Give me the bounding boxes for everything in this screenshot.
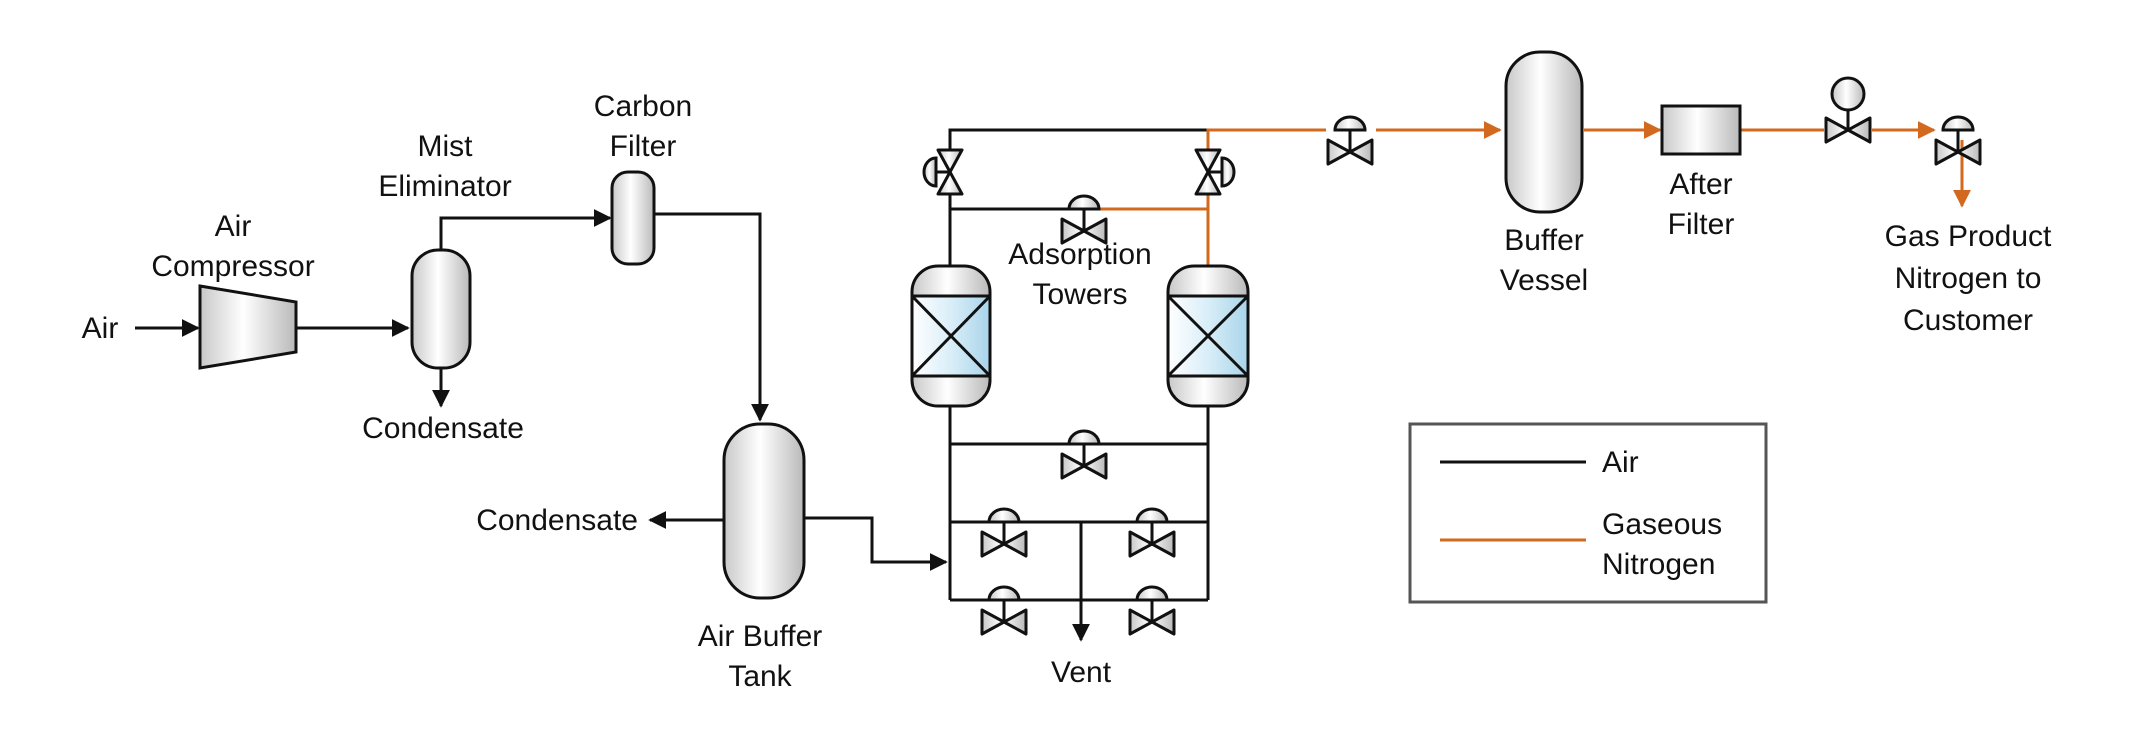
- adsorption-tower-right: [1166, 264, 1250, 408]
- product-label-1: Gas Product: [1885, 220, 2052, 253]
- feed-valve-right: [1128, 507, 1176, 558]
- legend-label-nitrogen-2: Nitrogen: [1602, 548, 1715, 581]
- vent-label: Vent: [1051, 656, 1112, 689]
- carbon-filter: [610, 170, 656, 266]
- vent-valve-left: [980, 585, 1028, 636]
- pressure-regulator: [1824, 76, 1872, 144]
- legend-label-nitrogen-1: Gaseous: [1602, 508, 1722, 541]
- nitrogen-control-valve: [1326, 115, 1374, 166]
- condensate-label-2: Condensate: [476, 504, 638, 537]
- air-compressor: [198, 284, 298, 370]
- air-buffer-label-2: Tank: [728, 660, 792, 693]
- after-filter-label-1: After: [1669, 168, 1732, 201]
- air-inlet-label: Air: [82, 312, 119, 345]
- feed-valve-left: [980, 507, 1028, 558]
- outlet-valve-left: [922, 148, 964, 196]
- carbon-label-1: Carbon: [594, 90, 692, 123]
- air-lines: [135, 128, 1210, 642]
- carbon-label-2: Filter: [610, 130, 677, 163]
- adsorption-tower-left: [910, 264, 992, 408]
- towers-label-1: Adsorption: [1008, 238, 1151, 271]
- air-buffer-tank: [722, 422, 806, 600]
- towers-label-2: Towers: [1032, 278, 1127, 311]
- nitrogen-lines: [1100, 121, 1971, 265]
- vent-valve-right: [1128, 585, 1176, 636]
- product-label-3: Customer: [1903, 304, 2033, 337]
- product-control-valve: [1934, 115, 1982, 166]
- outlet-valve-right: [1194, 148, 1236, 196]
- after-filter: [1660, 104, 1742, 156]
- condensate-label-1: Condensate: [362, 412, 524, 445]
- mist-eliminator: [410, 248, 472, 370]
- buffer-vessel-label-1: Buffer: [1504, 224, 1584, 257]
- compressor-label-2: Compressor: [151, 250, 314, 283]
- buffer-vessel-label-2: Vessel: [1500, 264, 1588, 297]
- product-label-2: Nitrogen to: [1895, 262, 2042, 295]
- mist-label-1: Mist: [418, 130, 474, 163]
- mist-label-2: Eliminator: [378, 170, 511, 203]
- equalization-valve: [1060, 429, 1108, 480]
- buffer-vessel: [1504, 50, 1584, 214]
- legend-label-air: Air: [1602, 446, 1639, 479]
- purge-control-valve: [1060, 194, 1108, 245]
- after-filter-label-2: Filter: [1668, 208, 1735, 241]
- legend: Air Gaseous Nitrogen: [1408, 422, 1768, 604]
- compressor-label-1: Air: [215, 210, 252, 243]
- air-buffer-label-1: Air Buffer: [698, 620, 823, 653]
